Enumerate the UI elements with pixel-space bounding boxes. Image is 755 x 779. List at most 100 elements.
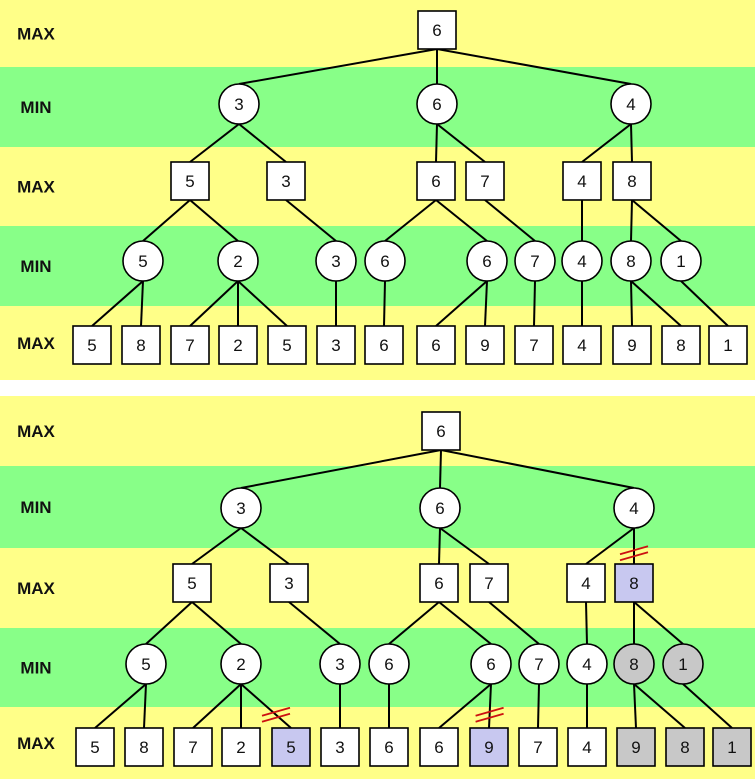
- tree-edge: [633, 683, 686, 729]
- prune-cut-mark: [261, 706, 291, 717]
- node-square: [567, 727, 607, 767]
- min-node: 7: [514, 240, 556, 282]
- node-value: 4: [582, 738, 591, 757]
- tree-edge: [140, 280, 144, 327]
- node-value: 8: [139, 738, 148, 757]
- node-value: 8: [627, 172, 636, 191]
- tree-edge: [484, 280, 488, 327]
- min-node: 7: [518, 643, 560, 685]
- min-node: 2: [217, 240, 259, 282]
- max-node: 3: [316, 325, 356, 365]
- min-node: 4: [610, 83, 652, 125]
- node-value: 5: [282, 336, 291, 355]
- node-value: 7: [534, 655, 543, 674]
- max-node: 8: [124, 727, 164, 767]
- max-node: 5: [172, 563, 212, 603]
- node-value: 8: [680, 738, 689, 757]
- node-value: 3: [236, 499, 245, 518]
- node-circle: [518, 643, 560, 685]
- min-node: 3: [319, 643, 361, 685]
- min-node: 4: [613, 487, 655, 529]
- max-node: 6: [369, 727, 409, 767]
- node-value: 2: [236, 738, 245, 757]
- level-label-min: MIN: [20, 498, 51, 517]
- tree-edge: [633, 601, 684, 645]
- tree-edge: [440, 449, 635, 489]
- node-square: [221, 727, 261, 767]
- min-node: 4: [561, 240, 603, 282]
- node-square: [124, 727, 164, 767]
- tree-edge: [439, 449, 442, 489]
- node-circle: [610, 83, 652, 125]
- edges: [91, 48, 729, 327]
- level-label-max: MAX: [17, 178, 55, 197]
- tree-edge: [238, 48, 438, 85]
- node-value: 1: [727, 738, 736, 757]
- min-node: 6: [364, 240, 406, 282]
- node-square: [75, 727, 115, 767]
- node-value: 3: [284, 574, 293, 593]
- tree-edge: [630, 280, 633, 327]
- min-node: 3: [315, 240, 357, 282]
- max-node: 8: [121, 325, 161, 365]
- min-node: 6: [466, 240, 508, 282]
- node-circle: [466, 240, 508, 282]
- node-square: [267, 325, 307, 365]
- tree-edge: [436, 123, 486, 163]
- node-value: 6: [434, 738, 443, 757]
- level-label-min: MIN: [20, 98, 51, 117]
- max-node: 7: [465, 161, 505, 201]
- node-value: 1: [723, 336, 732, 355]
- node-square: [712, 727, 752, 767]
- max-node: 2: [221, 727, 261, 767]
- node-value: 5: [286, 738, 295, 757]
- node-square: [170, 325, 210, 365]
- node-circle: [613, 487, 655, 529]
- max-node: 8: [612, 161, 652, 201]
- node-square: [612, 161, 652, 201]
- node-square: [364, 325, 404, 365]
- node-square: [616, 727, 656, 767]
- node-value: 2: [233, 336, 242, 355]
- prune-cut-mark: [475, 712, 504, 723]
- node-value: 4: [626, 95, 635, 114]
- tree-edge: [435, 123, 438, 163]
- node-square: [121, 325, 161, 365]
- tree-edge: [142, 199, 191, 242]
- node-square: [562, 325, 602, 365]
- tree-edge: [488, 601, 540, 645]
- level-label-max: MAX: [17, 734, 55, 753]
- pruned-leaf-max-node: 8: [614, 563, 654, 603]
- node-circle: [368, 643, 410, 685]
- node-value: 6: [432, 21, 441, 40]
- node-value: 3: [335, 655, 344, 674]
- max-node: 6: [416, 161, 456, 201]
- tree-edge: [438, 601, 492, 645]
- tree-edge: [237, 280, 288, 327]
- node-value: 7: [533, 738, 542, 757]
- node-square: [218, 325, 258, 365]
- node-square: [465, 161, 505, 201]
- node-square: [469, 563, 509, 603]
- tree-edge: [682, 683, 733, 729]
- node-value: 9: [627, 336, 636, 355]
- tree-edge: [438, 683, 492, 729]
- node-value: 6: [380, 252, 389, 271]
- node-value: 9: [484, 738, 493, 757]
- max-node: 9: [612, 325, 652, 365]
- tree-edge: [631, 199, 682, 242]
- node-value: 2: [233, 252, 242, 271]
- prune-cut-mark: [261, 712, 291, 723]
- max-node: 5: [72, 325, 112, 365]
- node-circle: [122, 240, 164, 282]
- node-value: 4: [577, 172, 586, 191]
- node-value: 6: [486, 655, 495, 674]
- node-circle: [319, 643, 361, 685]
- min-node: 4: [566, 643, 608, 685]
- node-circle: [315, 240, 357, 282]
- node-square: [320, 727, 360, 767]
- node-value: 6: [434, 574, 443, 593]
- node-circle: [514, 240, 556, 282]
- node-value: 1: [678, 655, 687, 674]
